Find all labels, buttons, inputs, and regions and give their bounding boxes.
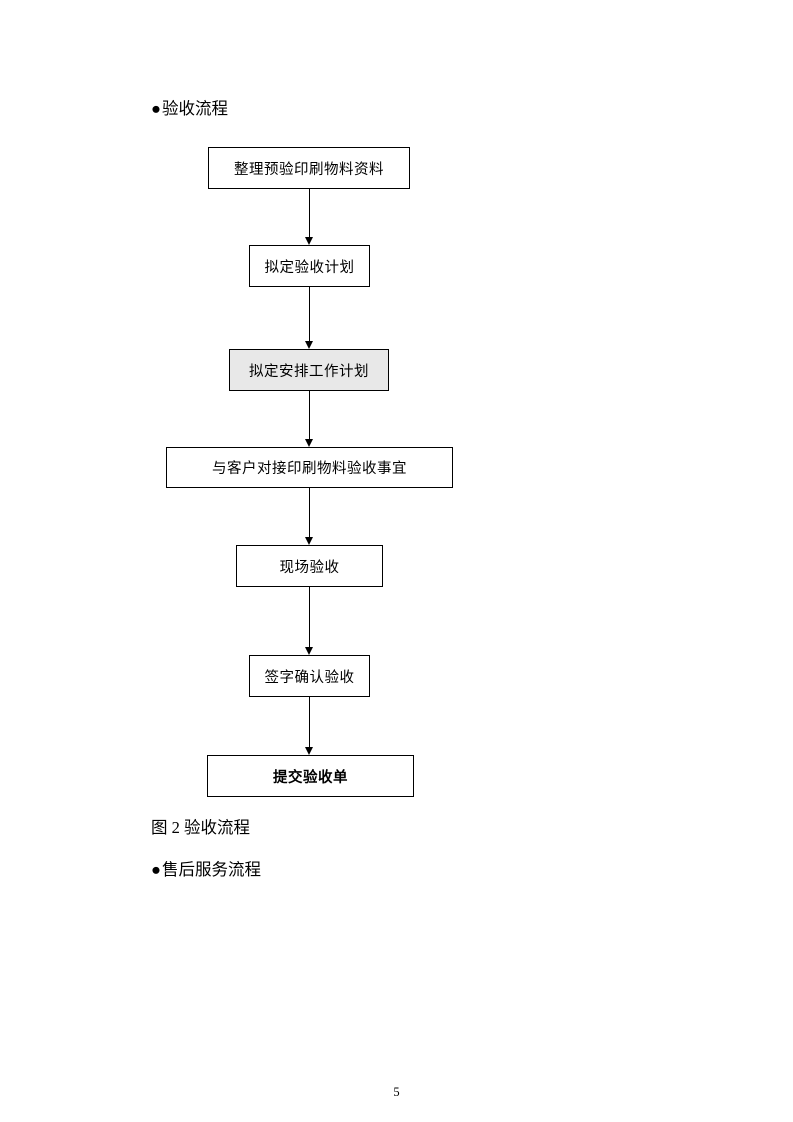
page-number: 5 xyxy=(393,1085,400,1099)
flow-node-2: 拟定验收计划 xyxy=(249,245,370,287)
heading-aftersales-process: ●售后服务流程 xyxy=(151,860,261,880)
flow-node-5: 现场验收 xyxy=(236,545,383,587)
heading-acceptance-process-label: 验收流程 xyxy=(162,99,228,118)
heading-acceptance-process: ●验收流程 xyxy=(151,99,228,119)
flow-node-4: 与客户对接印刷物料验收事宜 xyxy=(166,447,453,488)
flow-node-1: 整理预验印刷物料资料 xyxy=(208,147,410,189)
flow-node-6: 签字确认验收 xyxy=(249,655,370,697)
bullet-icon-2: ● xyxy=(151,860,161,879)
flow-node-7: 提交验收单 xyxy=(207,755,414,797)
flow-node-3: 拟定安排工作计划 xyxy=(229,349,389,391)
bullet-icon: ● xyxy=(151,99,161,118)
heading-aftersales-process-label: 售后服务流程 xyxy=(162,860,261,879)
figure-caption: 图 2 验收流程 xyxy=(151,818,250,837)
